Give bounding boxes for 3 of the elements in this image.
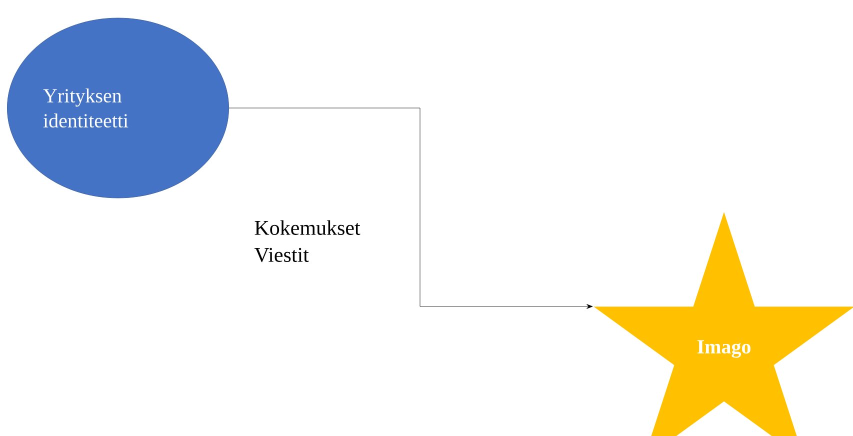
edge-label: Kokemukset Viestit xyxy=(254,220,360,262)
arrow xyxy=(228,108,593,309)
star: Imago xyxy=(594,212,853,436)
